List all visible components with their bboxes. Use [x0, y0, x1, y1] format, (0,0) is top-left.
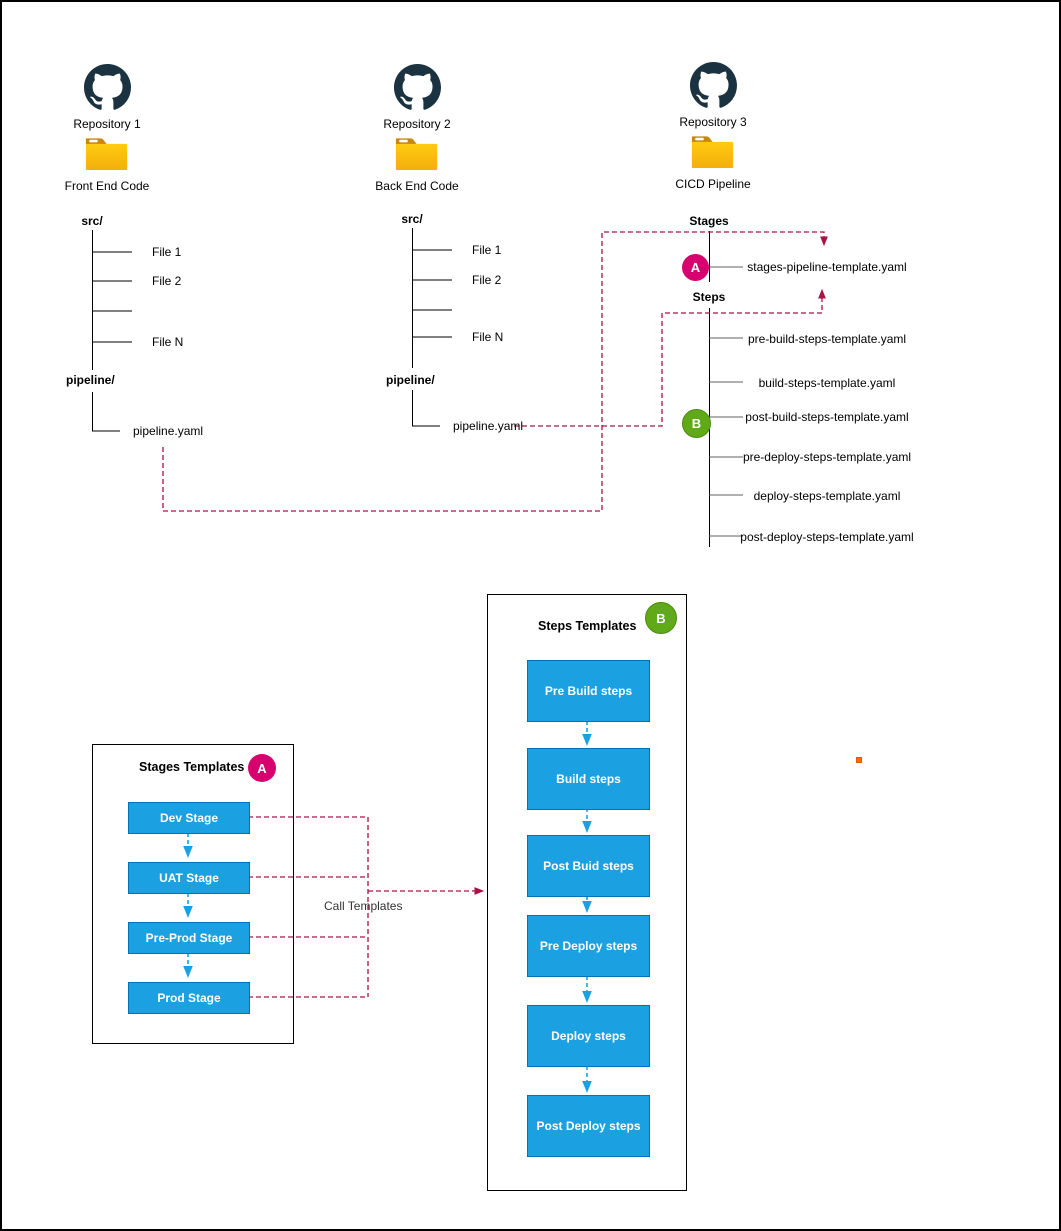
github-icon [83, 64, 131, 116]
github-icon [689, 62, 737, 114]
cicd-stages-label: Stages [689, 214, 729, 228]
folder-icon [691, 133, 735, 175]
cicd-steps-file-postdeploy: post-deploy-steps-template.yaml [740, 530, 914, 544]
repo1-src-dir: src/ [81, 214, 103, 228]
badge-b-panel: B [645, 602, 677, 634]
node-uat-stage: UAT Stage [128, 862, 250, 894]
node-preprod-stage: Pre-Prod Stage [128, 922, 250, 954]
repo1-folder-label: Front End Code [64, 179, 150, 193]
repo2-pipeline-dir: pipeline/ [386, 373, 435, 387]
repo1-tree-lines [92, 230, 132, 432]
repo3-folder-label: CICD Pipeline [675, 177, 751, 191]
stages-templates-title: Stages Templates [139, 760, 245, 774]
cicd-steps-label: Steps [692, 290, 726, 304]
repo1-file-1: File 1 [152, 245, 182, 259]
repo1-file-2: File 2 [152, 274, 182, 288]
cicd-steps-file-predeploy: pre-deploy-steps-template.yaml [742, 450, 912, 464]
node-pre-deploy-steps: Pre Deploy steps [527, 915, 650, 977]
node-deploy-steps: Deploy steps [527, 1005, 650, 1067]
repo2-tree-lines [412, 228, 452, 427]
node-post-deploy-steps: Post Deploy steps [527, 1095, 650, 1157]
repo1-name: Repository 1 [73, 117, 141, 131]
repo2-file-n: File N [472, 330, 504, 344]
repo1-pipeline-dir: pipeline/ [66, 373, 115, 387]
connector-repo2-pipeline-to-stages [514, 288, 826, 427]
repo2-file-1: File 1 [472, 243, 502, 257]
repo2-group: Repository 2 Back End Code [337, 64, 497, 193]
node-build-steps: Build steps [527, 748, 650, 810]
repo1-pipeline-yaml: pipeline.yaml [133, 424, 204, 438]
badge-a-tree: A [682, 254, 709, 281]
repo2-file-2: File 2 [472, 273, 502, 287]
repo2-name: Repository 2 [383, 117, 451, 131]
stray-waypoint-dot [856, 757, 862, 763]
node-pre-build-steps: Pre Build steps [527, 660, 650, 722]
repo2-src-dir: src/ [401, 212, 423, 226]
cicd-steps-file-prebuild: pre-build-steps-template.yaml [747, 332, 907, 346]
cicd-stages-file: stages-pipeline-template.yaml [747, 260, 907, 274]
folder-icon [85, 135, 129, 177]
repo3-group: Repository 3 CICD Pipeline [633, 62, 793, 191]
repo3-name: Repository 3 [679, 115, 747, 129]
node-dev-stage: Dev Stage [128, 802, 250, 834]
folder-icon [395, 135, 439, 177]
repo2-folder-label: Back End Code [375, 179, 459, 193]
github-icon [393, 64, 441, 116]
call-templates-label: Call Templates [324, 899, 403, 913]
badge-a-panel: A [248, 754, 276, 782]
repo1-group: Repository 1 Front End Code [27, 64, 187, 193]
node-prod-stage: Prod Stage [128, 982, 250, 1014]
repo2-pipeline-yaml: pipeline.yaml [453, 419, 524, 433]
cicd-steps-file-deploy: deploy-steps-template.yaml [753, 489, 901, 503]
steps-templates-title: Steps Templates [538, 619, 637, 633]
badge-b-tree: B [682, 409, 711, 438]
node-post-build-steps: Post Buid steps [527, 835, 650, 897]
repo1-file-n: File N [152, 335, 184, 349]
cicd-steps-file-postbuild: post-build-steps-template.yaml [745, 410, 909, 424]
cicd-steps-file-build: build-steps-template.yaml [758, 376, 896, 390]
